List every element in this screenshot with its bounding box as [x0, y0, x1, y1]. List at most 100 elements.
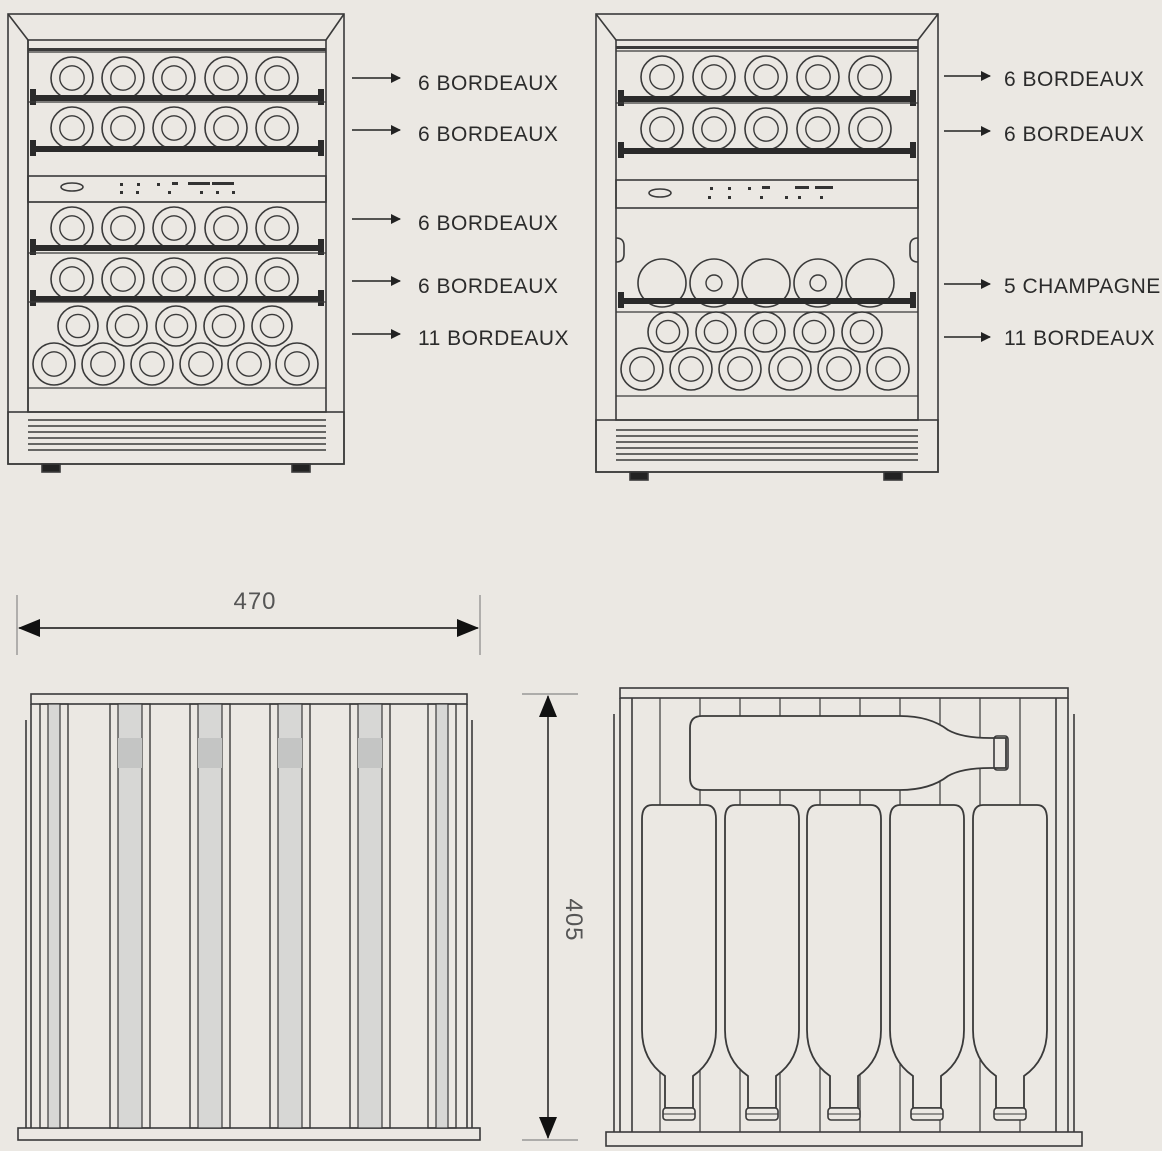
shelf-bar	[622, 96, 912, 102]
right-label-1: 6 BORDEAUX	[1004, 68, 1144, 91]
right-shelves	[616, 50, 918, 397]
bottle-end	[647, 311, 689, 353]
width-value: 470	[233, 588, 276, 615]
bottle-end	[152, 257, 196, 301]
bottle-end	[718, 347, 762, 391]
depth-dimension: 405	[522, 693, 587, 1141]
shelf-with-bottles	[605, 687, 1083, 1147]
left-cabinet	[7, 13, 345, 473]
bottle-end	[152, 56, 196, 100]
width-dimension: 470	[16, 588, 481, 655]
left-control-panel	[27, 175, 327, 203]
shelf-bar	[34, 245, 320, 251]
bottle-end	[106, 305, 148, 347]
upright-bottles	[641, 804, 1048, 1121]
right-label-4: 11 BORDEAUX	[1004, 327, 1155, 350]
bottle-end	[848, 107, 892, 151]
bottle-end	[101, 257, 145, 301]
bottle-end	[640, 55, 684, 99]
bottle-end	[255, 56, 299, 100]
shelf-bar	[34, 146, 320, 152]
bottle-end	[204, 106, 248, 150]
champagne-bottle-end	[741, 258, 791, 308]
depth-value: 405	[560, 898, 587, 941]
bottle-end	[255, 257, 299, 301]
left-logo-badge	[60, 182, 84, 192]
bottle-end	[50, 106, 94, 150]
bottle-end	[204, 206, 248, 250]
bottle-end	[796, 55, 840, 99]
left-label-5: 11 BORDEAUX	[418, 327, 569, 350]
champagne-bottle-end	[793, 258, 843, 308]
upright-bottle	[889, 804, 965, 1109]
right-control-panel	[615, 179, 919, 209]
shelf-back-rail	[605, 1131, 1083, 1147]
left-label-3: 6 BORDEAUX	[418, 212, 558, 235]
right-logo-badge	[648, 188, 672, 198]
bottle-end	[57, 305, 99, 347]
bottle-end	[275, 342, 319, 386]
bottle-end	[640, 107, 684, 151]
champagne-bottle-end	[637, 258, 687, 308]
champagne-bottle-end	[845, 258, 895, 308]
bottle-end	[179, 342, 223, 386]
left-foot	[41, 463, 61, 473]
right-label-2: 6 BORDEAUX	[1004, 123, 1144, 146]
horizontal-bottle	[689, 715, 1007, 791]
right-labels: 6 BORDEAUX 6 BORDEAUX 5 CHAMPAGNE 11 BOR…	[944, 68, 1161, 350]
bottle-end	[155, 305, 197, 347]
bottle-end	[817, 347, 861, 391]
upright-bottle	[724, 804, 800, 1109]
bottle-end	[50, 257, 94, 301]
bottle-end	[251, 305, 293, 347]
upright-bottle	[972, 804, 1048, 1109]
shelf-bar	[34, 95, 320, 101]
right-ventilation-grille	[616, 429, 918, 461]
bottle-end	[101, 206, 145, 250]
shelf-top-view	[17, 693, 481, 1141]
bottle-end	[796, 107, 840, 151]
bottle-end	[81, 342, 125, 386]
bottle-end	[204, 56, 248, 100]
bottle-end	[255, 106, 299, 150]
bottle-end	[101, 56, 145, 100]
bottle-end	[101, 106, 145, 150]
shelf-back-rail	[17, 1127, 481, 1141]
bottle-end	[695, 311, 737, 353]
bottle-end	[50, 56, 94, 100]
bottle-end	[793, 311, 835, 353]
bracket-right	[909, 237, 919, 263]
bottle-end	[204, 257, 248, 301]
bottle-end	[669, 347, 713, 391]
left-foot	[629, 471, 649, 481]
bottle-end	[152, 106, 196, 150]
shelf-front-rail	[30, 693, 468, 705]
shelf-bar	[622, 148, 912, 154]
bottle-end	[692, 107, 736, 151]
right-cabinet	[595, 13, 939, 481]
shelf-front-rail	[619, 687, 1069, 699]
bottle-end	[744, 311, 786, 353]
left-label-2: 6 BORDEAUX	[418, 123, 558, 146]
right-control-buttons	[708, 186, 833, 199]
right-label-3: 5 CHAMPAGNE	[1004, 275, 1161, 298]
upright-bottle	[641, 804, 717, 1109]
bottle-end	[50, 206, 94, 250]
bottle-end	[255, 206, 299, 250]
left-shelves	[28, 51, 326, 389]
bottle-end	[768, 347, 812, 391]
bottle-end	[841, 311, 883, 353]
champagne-bottle-end	[689, 258, 739, 308]
bottle-end	[744, 107, 788, 151]
right-cabinet-frame	[595, 13, 939, 473]
bottle-end	[130, 342, 174, 386]
bottle-end	[744, 55, 788, 99]
left-cabinet-frame	[7, 13, 345, 465]
bottle-end	[152, 206, 196, 250]
bottle-cap	[993, 735, 1009, 771]
left-label-1: 6 BORDEAUX	[418, 72, 558, 95]
bottle-end	[227, 342, 271, 386]
shelf-slats	[39, 703, 457, 1129]
bottle-end	[203, 305, 245, 347]
